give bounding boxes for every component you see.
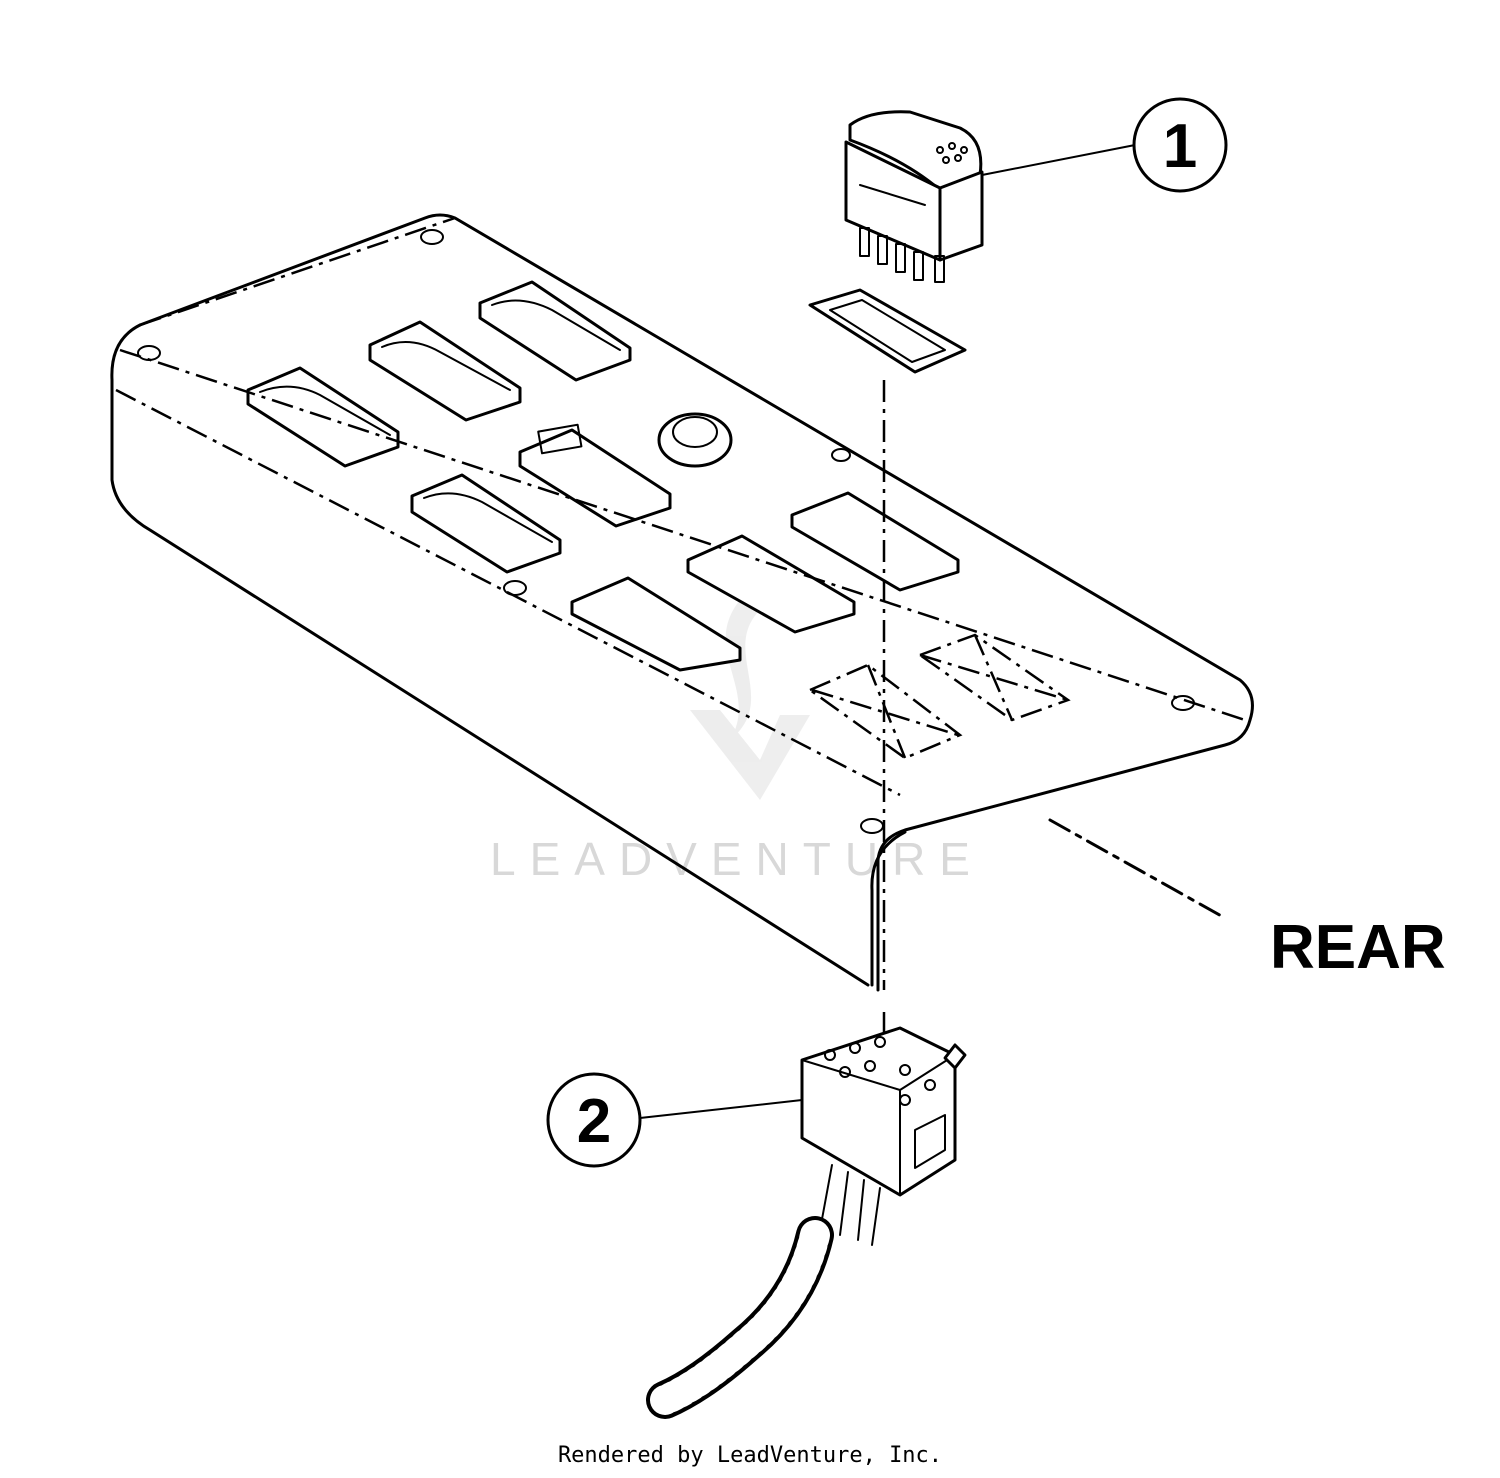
callout-2: 2 xyxy=(546,1072,803,1168)
switch-openings xyxy=(807,633,1071,760)
watermark-text: LEADVENTURE xyxy=(490,833,984,885)
switch-terminals xyxy=(859,227,945,283)
part-1-rocker-switch xyxy=(844,110,984,283)
rocker-switch xyxy=(368,320,522,422)
footer-credit: Rendered by LeadVenture, Inc. xyxy=(558,1443,942,1468)
phantom-lines xyxy=(115,216,1246,1045)
blank-plugs xyxy=(570,491,960,672)
rocker-switch xyxy=(410,473,562,574)
rocker-switch xyxy=(518,423,672,528)
rear-direction-label: REAR xyxy=(1270,913,1446,982)
wire-harness xyxy=(646,1164,881,1419)
indicator-dots xyxy=(936,142,968,164)
switch-bezel xyxy=(808,288,967,374)
callout-1-number: 1 xyxy=(1163,112,1197,181)
key-switch xyxy=(657,412,733,468)
control-panel-plate xyxy=(110,213,1254,992)
watermark-logo xyxy=(690,600,810,800)
rocker-switch xyxy=(478,280,632,382)
callout-2-number: 2 xyxy=(577,1087,611,1156)
connector-pins xyxy=(824,1036,936,1106)
rocker-switches-installed xyxy=(246,280,733,574)
part-2-connector xyxy=(800,1026,967,1197)
callout-1: 1 xyxy=(981,97,1228,193)
